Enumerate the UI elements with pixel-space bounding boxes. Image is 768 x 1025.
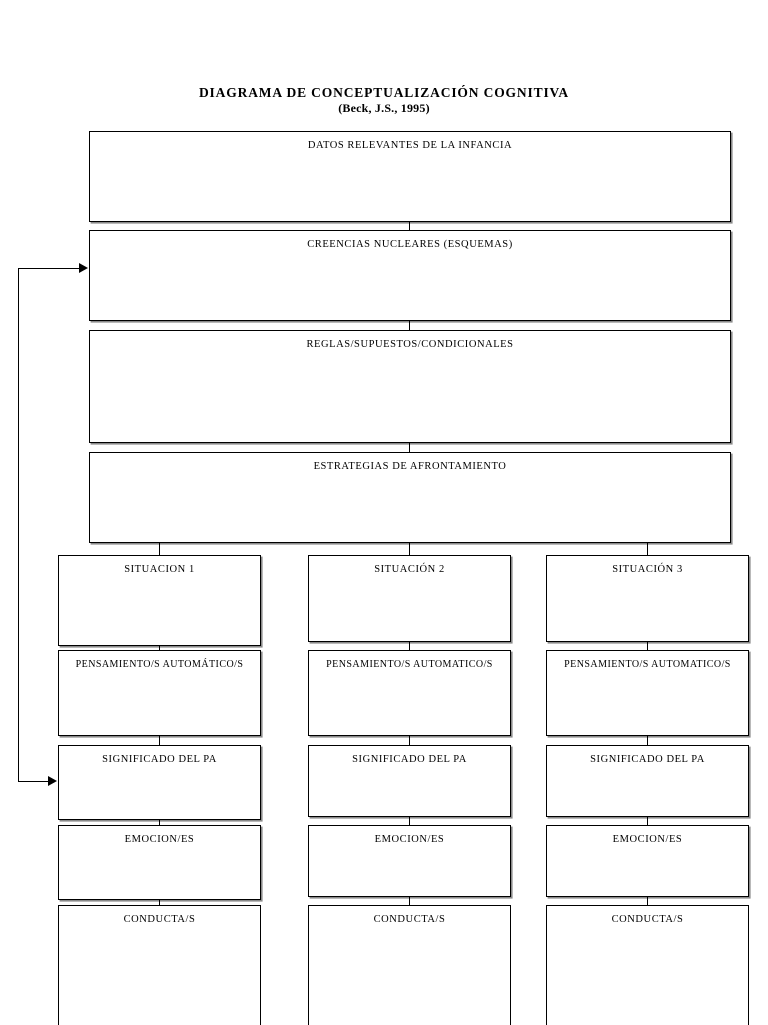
box-situacion-3-label: SITUACIÓN 3 — [612, 564, 683, 575]
box-conducta-2-label: CONDUCTA/S — [373, 914, 446, 925]
box-pensamiento-automatico-2-label: PENSAMIENTO/S AUTOMATICO/S — [326, 659, 493, 670]
box-situacion-2-label: SITUACIÓN 2 — [374, 564, 445, 575]
box-significado-pa-3-label: SIGNIFICADO DEL PA — [590, 754, 705, 765]
title-citation-text: (Beck, J.S., 1995) — [338, 101, 430, 115]
connector-significado-3-to-emocion-3 — [647, 817, 649, 825]
box-reglas-supuestos[interactable]: REGLAS/SUPUESTOS/CONDICIONALES — [89, 330, 731, 443]
feedback-arrow-to-significado-line — [18, 781, 49, 783]
connector-creencias-to-reglas — [409, 321, 411, 331]
connector-emocion-2-to-conducta-2 — [409, 897, 411, 905]
box-pensamiento-automatico-1[interactable]: PENSAMIENTO/S AUTOMÁTICO/S — [58, 650, 261, 736]
connector-emocion-1-to-conducta-1 — [159, 900, 161, 906]
box-estrategias-afrontamiento[interactable]: ESTRATEGIAS DE AFRONTAMIENTO — [89, 452, 731, 543]
connector-estrategias-to-situacion-1 — [159, 543, 161, 555]
box-conducta-1[interactable]: CONDUCTA/S — [58, 905, 261, 1025]
box-pensamiento-automatico-2[interactable]: PENSAMIENTO/S AUTOMATICO/S — [308, 650, 511, 736]
box-reglas-supuestos-label: REGLAS/SUPUESTOS/CONDICIONALES — [306, 339, 514, 350]
box-significado-pa-1[interactable]: SIGNIFICADO DEL PA — [58, 745, 261, 820]
box-conducta-3-label: CONDUCTA/S — [611, 914, 684, 925]
connector-estrategias-to-situacion-2 — [409, 543, 411, 555]
box-significado-pa-1-label: SIGNIFICADO DEL PA — [102, 754, 217, 765]
connector-pensamiento-2-to-significado-2 — [409, 736, 411, 745]
connector-situacion-2-to-pensamiento-2 — [409, 642, 411, 651]
box-conducta-3[interactable]: CONDUCTA/S — [546, 905, 749, 1025]
connector-datos-to-creencias — [409, 222, 411, 231]
box-emocion-1[interactable]: EMOCION/ES — [58, 825, 261, 900]
box-creencias-nucleares[interactable]: CREENCIAS NUCLEARES (ESQUEMAS) — [89, 230, 731, 321]
box-conducta-2[interactable]: CONDUCTA/S — [308, 905, 511, 1025]
box-conducta-1-label: CONDUCTA/S — [123, 914, 196, 925]
box-situacion-2[interactable]: SITUACIÓN 2 — [308, 555, 511, 642]
connector-situacion-1-to-pensamiento-1 — [159, 646, 161, 651]
connector-pensamiento-1-to-significado-1 — [159, 736, 161, 745]
box-significado-pa-3[interactable]: SIGNIFICADO DEL PA — [546, 745, 749, 817]
connector-situacion-3-to-pensamiento-3 — [647, 642, 649, 651]
box-emocion-1-label: EMOCION/ES — [124, 834, 195, 845]
box-pensamiento-automatico-1-label: PENSAMIENTO/S AUTOMÁTICO/S — [75, 659, 244, 670]
box-emocion-2[interactable]: EMOCION/ES — [308, 825, 511, 897]
box-estrategias-afrontamiento-label: ESTRATEGIAS DE AFRONTAMIENTO — [313, 461, 507, 472]
box-significado-pa-2[interactable]: SIGNIFICADO DEL PA — [308, 745, 511, 817]
connector-estrategias-to-situacion-3 — [647, 543, 649, 555]
box-emocion-2-label: EMOCION/ES — [374, 834, 445, 845]
connector-significado-2-to-emocion-2 — [409, 817, 411, 825]
connector-emocion-3-to-conducta-3 — [647, 897, 649, 905]
box-datos-relevantes[interactable]: DATOS RELEVANTES DE LA INFANCIA — [89, 131, 731, 222]
box-datos-relevantes-label: DATOS RELEVANTES DE LA INFANCIA — [307, 140, 513, 151]
box-emocion-3[interactable]: EMOCION/ES — [546, 825, 749, 897]
box-pensamiento-automatico-3-label: PENSAMIENTO/S AUTOMATICO/S — [564, 659, 731, 670]
feedback-loop-vertical-rail — [18, 268, 20, 782]
connector-reglas-to-estrategias — [409, 443, 411, 453]
connector-pensamiento-3-to-significado-3 — [647, 736, 649, 745]
box-creencias-nucleares-label: CREENCIAS NUCLEARES (ESQUEMAS) — [307, 239, 513, 250]
connector-significado-1-to-emocion-1 — [159, 820, 161, 826]
title-main-text: DIAGRAMA DE CONCEPTUALIZACIÓN COGNITIVA — [198, 85, 570, 100]
box-significado-pa-2-label: SIGNIFICADO DEL PA — [352, 754, 467, 765]
feedback-arrow-to-creencias-line — [18, 268, 80, 270]
diagram-title: DIAGRAMA DE CONCEPTUALIZACIÓN COGNITIVA … — [0, 84, 768, 116]
box-pensamiento-automatico-3[interactable]: PENSAMIENTO/S AUTOMATICO/S — [546, 650, 749, 736]
feedback-arrow-to-significado-head — [48, 776, 57, 786]
box-situacion-1-label: SITUACION 1 — [124, 564, 195, 575]
box-emocion-3-label: EMOCION/ES — [612, 834, 683, 845]
feedback-arrow-to-creencias-head — [79, 263, 88, 273]
box-situacion-3[interactable]: SITUACIÓN 3 — [546, 555, 749, 642]
box-situacion-1[interactable]: SITUACION 1 — [58, 555, 261, 646]
